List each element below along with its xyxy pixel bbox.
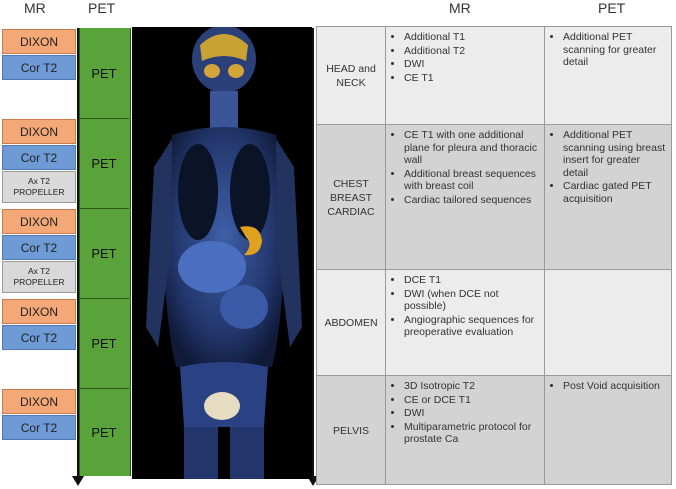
list-item: DWI (when DCE not possible) xyxy=(404,288,540,313)
mr-list: CE T1 with one additional plane for pleu… xyxy=(390,129,540,206)
mr-cell: DCE T1 DWI (when DCE not possible) Angio… xyxy=(385,269,545,376)
list-item: Angiographic sequences for preoperative … xyxy=(404,314,540,339)
list-item: CE or DCE T1 xyxy=(404,394,540,407)
sequence-cor-t2: Cor T2 xyxy=(2,145,76,170)
pet-mr-fused-image xyxy=(132,27,312,479)
pet-column-header: PET xyxy=(88,0,116,16)
sequence-ax-t2-propeller: Ax T2 PROPELLER xyxy=(2,171,76,203)
table-row: ABDOMEN DCE T1 DWI (when DCE not possibl… xyxy=(316,269,672,376)
list-item: Additional breast sequences with breast … xyxy=(404,168,540,193)
pet-cell: Additional PET scanning using breast ins… xyxy=(544,124,672,270)
table-row: HEAD and NECK Additional T1 Additional T… xyxy=(316,26,672,125)
sequence-dixon: DIXON xyxy=(2,209,76,234)
list-item: DCE T1 xyxy=(404,274,540,287)
sequence-cor-t2: Cor T2 xyxy=(2,325,76,350)
sequence-ax-t2-propeller: Ax T2 PROPELLER xyxy=(2,261,76,293)
mr-cell: CE T1 with one additional plane for pleu… xyxy=(385,124,545,270)
region-cell: CHEST BREAST CARDIAC xyxy=(316,124,386,270)
sequence-dixon: DIXON xyxy=(2,119,76,144)
pet-cell: Post Void acquisition xyxy=(544,375,672,485)
list-item: CE T1 with one additional plane for pleu… xyxy=(404,129,540,167)
list-item: Cardiac tailored sequences xyxy=(404,194,540,207)
mr-list: DCE T1 DWI (when DCE not possible) Angio… xyxy=(390,274,540,339)
pet-bed-position: PET xyxy=(79,118,129,208)
body-scan-illustration xyxy=(146,27,302,479)
list-item: Post Void acquisition xyxy=(563,380,667,393)
region-cell: ABDOMEN xyxy=(316,269,386,376)
table-row: PELVIS 3D Isotropic T2 CE or DCE T1 DWI … xyxy=(316,375,672,485)
sequence-cor-t2: Cor T2 xyxy=(2,55,76,80)
list-item: Cardiac gated PET acquisition xyxy=(563,180,667,205)
pet-column xyxy=(79,28,131,476)
list-item: Multiparametric protocol for prostate Ca xyxy=(404,421,540,446)
arrow-head-right xyxy=(307,476,319,486)
region-cell: HEAD and NECK xyxy=(316,26,386,125)
list-item: Additional T1 xyxy=(404,31,540,44)
scan-direction-arrow-left xyxy=(77,28,79,476)
arrow-head-left xyxy=(72,476,84,486)
list-item: DWI xyxy=(404,407,540,420)
list-item: Additional T2 xyxy=(404,45,540,58)
pet-list: Additional PET scanning for greater deta… xyxy=(549,31,667,69)
list-item: 3D Isotropic T2 xyxy=(404,380,540,393)
mr-list: Additional T1 Additional T2 DWI CE T1 xyxy=(390,31,540,84)
sequence-dixon: DIXON xyxy=(2,29,76,54)
pet-cell: Additional PET scanning for greater deta… xyxy=(544,26,672,125)
pet-cell xyxy=(544,269,672,376)
list-item: DWI xyxy=(404,58,540,71)
pet-bed-position: PET xyxy=(79,208,129,298)
scan-direction-arrow-right xyxy=(312,28,314,476)
list-item: CE T1 xyxy=(404,72,540,85)
mr-list: 3D Isotropic T2 CE or DCE T1 DWI Multipa… xyxy=(390,380,540,446)
mr-cell: 3D Isotropic T2 CE or DCE T1 DWI Multipa… xyxy=(385,375,545,485)
protocol-table: HEAD and NECK Additional T1 Additional T… xyxy=(316,26,672,485)
region-cell: PELVIS xyxy=(316,375,386,485)
table-row: CHEST BREAST CARDIAC CE T1 with one addi… xyxy=(316,124,672,270)
mr-cell: Additional T1 Additional T2 DWI CE T1 xyxy=(385,26,545,125)
pet-bed-position: PET xyxy=(79,388,129,476)
list-item: Additional PET scanning for greater deta… xyxy=(563,31,667,69)
pet-bed-position: PET xyxy=(79,298,129,388)
list-item: Additional PET scanning using breast ins… xyxy=(563,129,667,179)
table-pet-header: PET xyxy=(598,0,626,16)
mr-column-header: MR xyxy=(24,0,46,16)
table-mr-header: MR xyxy=(449,0,471,16)
sequence-dixon: DIXON xyxy=(2,299,76,324)
sequence-cor-t2: Cor T2 xyxy=(2,235,76,260)
pet-list: Post Void acquisition xyxy=(549,380,667,393)
sequence-dixon: DIXON xyxy=(2,389,76,414)
sequence-cor-t2: Cor T2 xyxy=(2,415,76,440)
pet-list: Additional PET scanning using breast ins… xyxy=(549,129,667,205)
pet-bed-position: PET xyxy=(91,65,117,81)
